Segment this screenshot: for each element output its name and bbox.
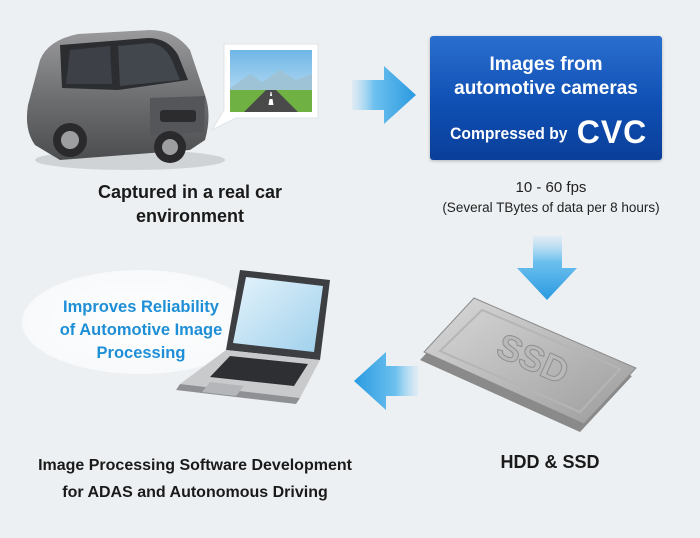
development-caption: Image Processing Software Development fo… — [20, 452, 370, 506]
cvc-brand: CVC — [576, 114, 648, 150]
arrow-to-storage — [517, 236, 577, 300]
storage-caption: HDD & SSD — [500, 452, 600, 472]
capture-caption: Captured in a real car environment — [60, 180, 320, 228]
arrow-to-development — [354, 352, 418, 410]
car-icon — [26, 30, 225, 170]
benefit-line3: Processing — [96, 344, 186, 362]
laptop-icon — [176, 270, 330, 404]
compression-line1: Images from — [489, 54, 603, 75]
benefit-line1: Improves Reliability — [63, 298, 219, 316]
benefit-bubble — [22, 270, 258, 374]
ssd-drive-icon: SSD — [420, 297, 637, 432]
compression-box: Images from automotive cameras Compresse… — [430, 36, 662, 160]
benefit-text: Improves Reliability of Automotive Image… — [36, 296, 246, 365]
frame-rate-info: 10 - 60 fps (Several TBytes of data per … — [420, 178, 682, 218]
compression-prefix: Compressed by — [449, 124, 568, 143]
benefit-line2: of Automotive Image — [59, 321, 223, 339]
data-volume-note: (Several TBytes of data per 8 hours) — [442, 200, 660, 215]
compression-line2: automotive cameras — [454, 78, 638, 99]
arrow-to-compression — [352, 66, 416, 124]
development-line1: Image Processing Software Development — [38, 457, 352, 474]
capture-caption-text: Captured in a real car environment — [97, 182, 283, 226]
compression-line3: Compressed by CVC — [430, 114, 662, 151]
road-picture-icon — [210, 43, 319, 132]
development-line2: for ADAS and Autonomous Driving — [62, 484, 328, 501]
frame-rate: 10 - 60 fps — [515, 179, 587, 196]
